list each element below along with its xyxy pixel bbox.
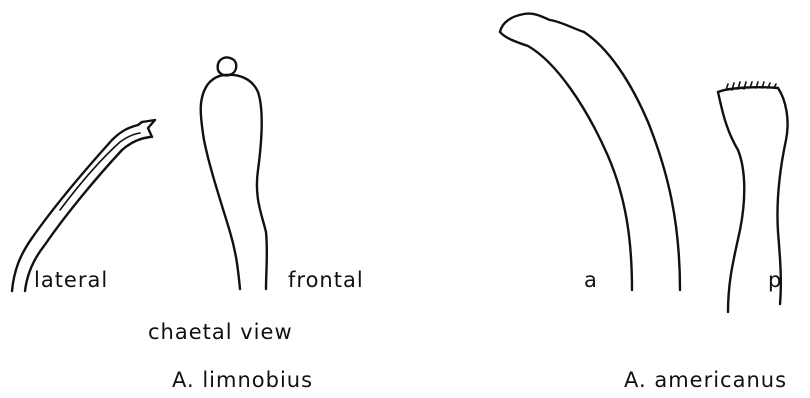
limnobius-frontal-chaeta <box>201 58 267 290</box>
label-a: a <box>584 270 598 291</box>
label-p: p <box>768 270 782 291</box>
species-americanus: A. americanus <box>624 370 787 391</box>
species-limnobius: A. limnobius <box>172 370 313 391</box>
caption-chaetal-view: chaetal view <box>148 322 293 343</box>
label-lateral: lateral <box>34 270 108 291</box>
limnobius-lateral-chaeta <box>12 120 155 291</box>
label-frontal: frontal <box>288 270 364 291</box>
americanus-chaeta-a <box>500 14 680 290</box>
